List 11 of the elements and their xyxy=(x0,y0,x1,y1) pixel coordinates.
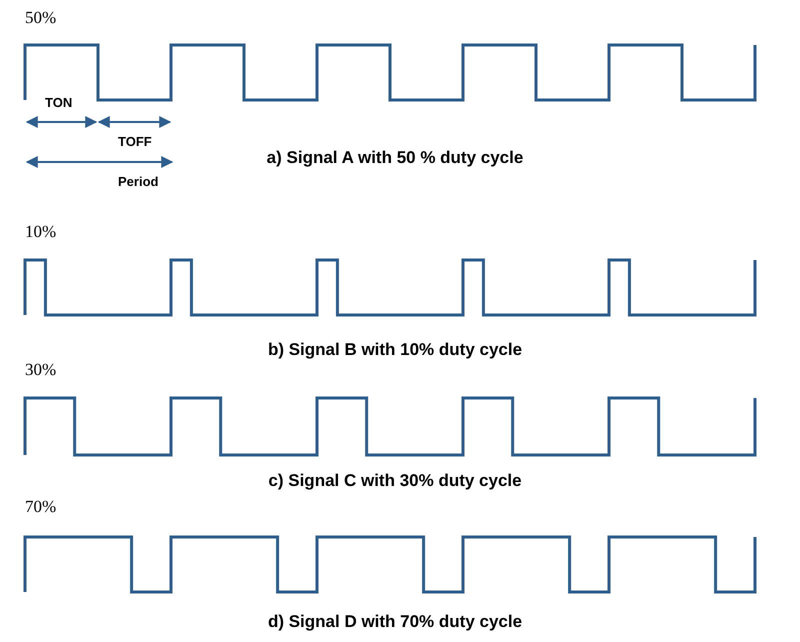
duty-cycle-label: 70% xyxy=(25,497,56,517)
caption: b) Signal B with 10% duty cycle xyxy=(268,340,522,360)
duty-cycle-label: 50% xyxy=(25,8,56,28)
caption: a) Signal A with 50 % duty cycle xyxy=(266,148,524,168)
dimension-label: Period xyxy=(118,174,158,189)
caption: c) Signal C with 30% duty cycle xyxy=(268,471,522,491)
duty-cycle-label: 10% xyxy=(25,222,56,242)
caption: d) Signal D with 70% duty cycle xyxy=(268,612,522,632)
dimension-label: TON xyxy=(45,95,72,110)
dimension-label: TOFF xyxy=(118,134,152,149)
duty-cycle-label: 30% xyxy=(25,360,56,380)
